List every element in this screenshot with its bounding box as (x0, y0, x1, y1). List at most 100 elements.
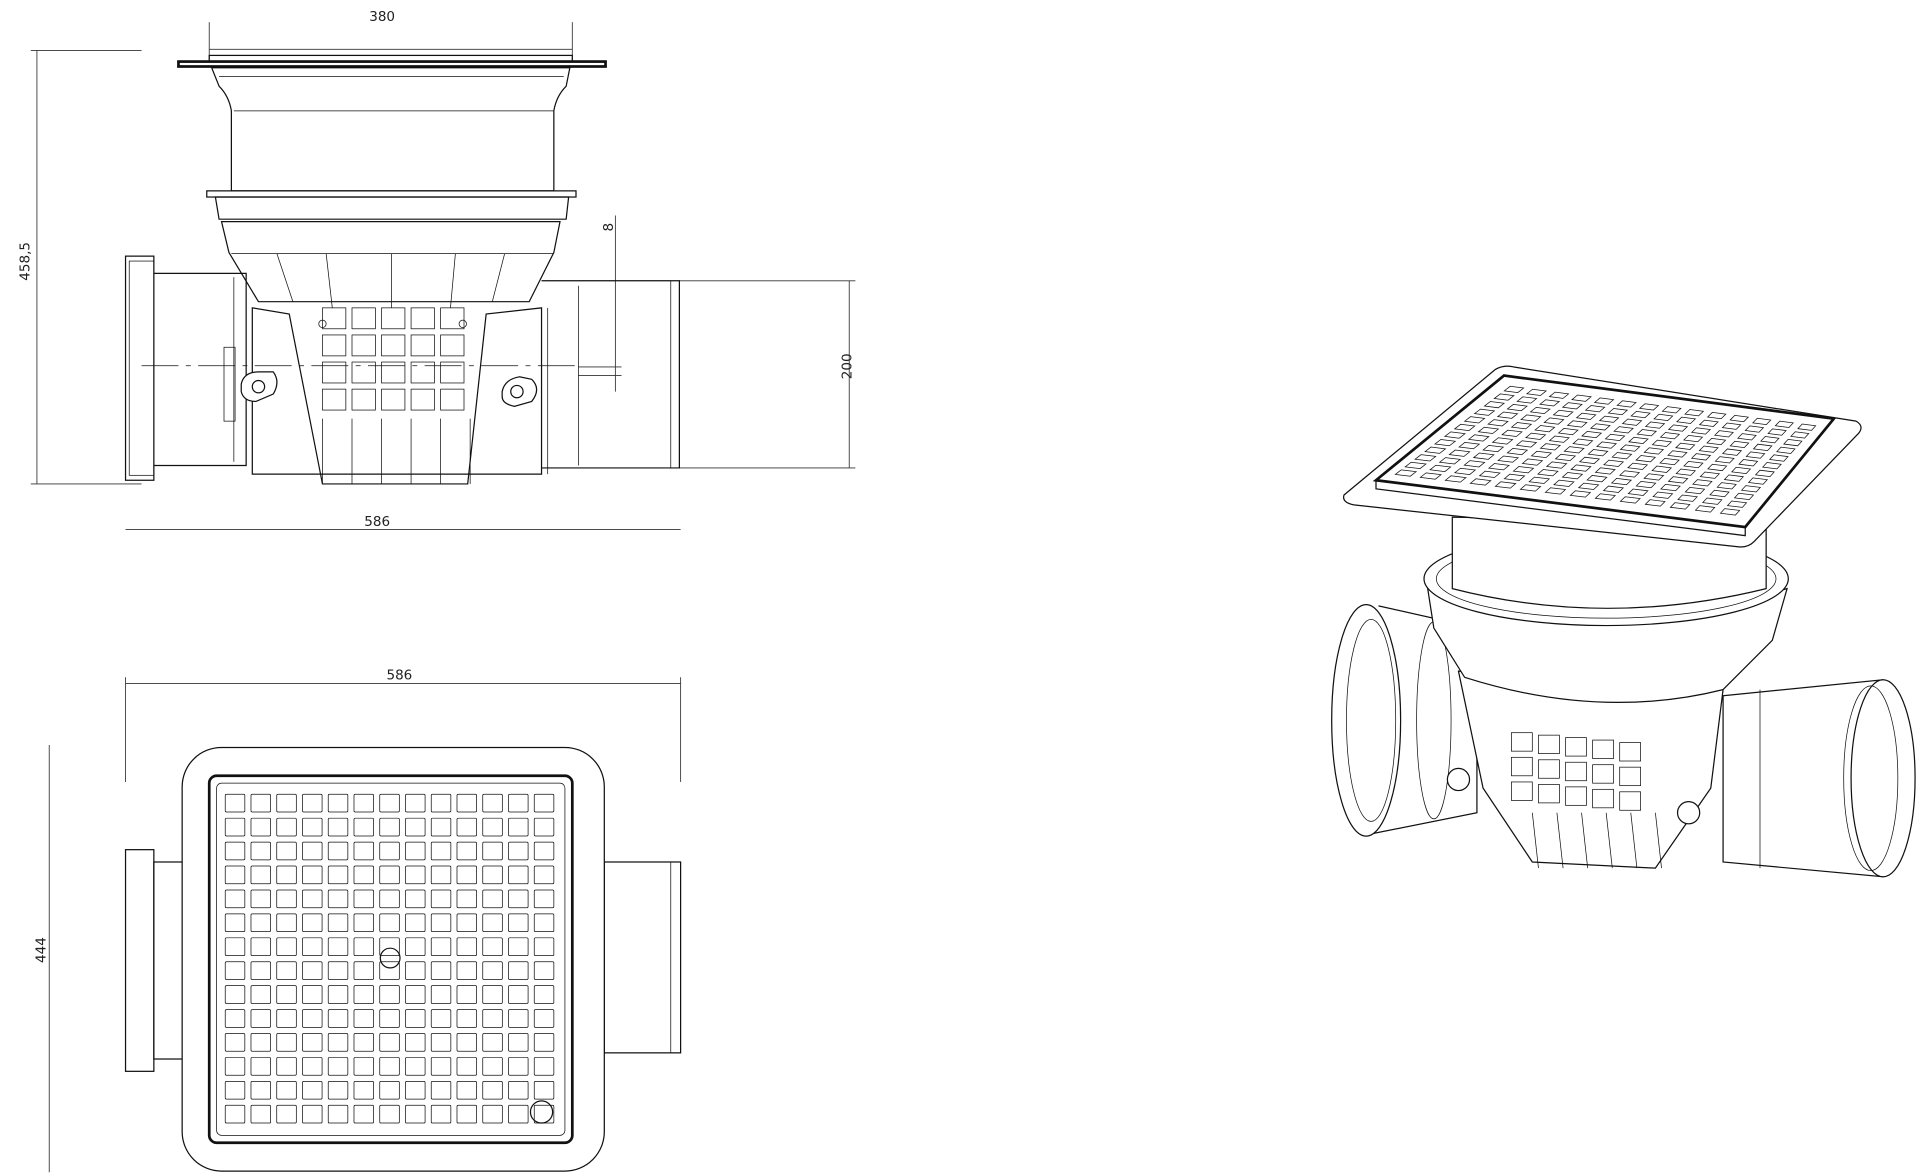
grate-slot (1644, 499, 1666, 507)
grid-cell (410, 361, 435, 384)
grate-slot (456, 1057, 477, 1076)
body (251, 307, 543, 485)
iso-grate (1394, 385, 1817, 516)
grate-slot (1619, 444, 1641, 452)
grate-slot (1433, 439, 1457, 447)
grate-slot (456, 1033, 477, 1052)
grate-slot (430, 865, 452, 885)
grate-slot (1677, 494, 1698, 502)
grate-slot (250, 793, 271, 813)
grate-slot (508, 865, 529, 885)
grate-slot (1709, 489, 1730, 498)
grate-slot (1667, 450, 1688, 458)
cone (220, 221, 561, 303)
grate-slot (508, 1104, 529, 1124)
grate-slot (1569, 490, 1592, 498)
grate-slot (276, 961, 297, 980)
grate-slot (379, 937, 400, 956)
grate-slot (1760, 436, 1780, 444)
grate-slot (456, 985, 477, 1004)
grate-slot (430, 985, 452, 1004)
grate-slot (250, 1080, 271, 1100)
grate-slot (1602, 485, 1625, 493)
grate-slot (1478, 470, 1501, 478)
grate-slot (1698, 419, 1719, 427)
grate-slot (405, 985, 426, 1004)
grate-slot (533, 1033, 555, 1052)
grate-slot (327, 961, 349, 980)
grate-slot (1706, 437, 1727, 446)
lower-ring (214, 196, 570, 220)
grate-slot (1638, 403, 1660, 411)
grate-slot (1754, 469, 1775, 477)
grate-slot (1539, 399, 1561, 407)
grate-slot (302, 865, 323, 885)
rib-line (1531, 812, 1539, 869)
grate-slot (533, 961, 555, 980)
grate-slot (1714, 456, 1735, 464)
plan-frame (181, 746, 605, 1172)
grate-slot (1453, 423, 1476, 431)
grate-slot (276, 817, 297, 837)
grate-slot (327, 817, 349, 837)
grate-slot (353, 841, 374, 861)
grate-slot (250, 865, 271, 885)
grate-slot (1503, 385, 1525, 393)
dimension-label-586: 586 (364, 514, 390, 530)
grate-slot (482, 913, 503, 933)
grate-slot (508, 913, 529, 933)
grate-slot (1516, 396, 1538, 404)
grate-slot (276, 1057, 297, 1076)
grate-slot (482, 1104, 503, 1124)
grate-slot (1467, 434, 1490, 442)
grate-slot (1483, 401, 1506, 409)
grate-slot (405, 817, 426, 837)
grate-slot (1722, 448, 1743, 456)
grate-slot (1493, 393, 1515, 401)
grate-slot (379, 913, 400, 933)
grate-slot (327, 841, 349, 861)
grate-slot (1577, 482, 1600, 490)
grate-slot (1572, 438, 1594, 446)
grate-slot (1616, 400, 1637, 408)
grate-slot (482, 985, 503, 1004)
rib-line (1556, 812, 1564, 869)
grate-slot (1676, 416, 1697, 424)
grid-cell (1565, 761, 1587, 782)
grate-slot (456, 913, 477, 933)
grate-slot (1611, 452, 1633, 460)
grate-slot (1487, 463, 1510, 471)
grate-slot (533, 889, 555, 909)
grate-slot (1783, 439, 1803, 447)
grate-slot (327, 1080, 349, 1100)
grate-slot (430, 937, 452, 956)
dimension-offset: 8 (578, 215, 622, 392)
grate-slot (250, 985, 271, 1004)
grate-slot (456, 817, 477, 837)
grate-slot (276, 1104, 297, 1124)
grate-slot (379, 793, 400, 813)
grate-slot (430, 1080, 452, 1100)
grate-slot (1570, 464, 1592, 472)
grate-slot (1510, 422, 1533, 430)
grate-slot (1659, 432, 1681, 440)
grid-cell (322, 334, 347, 357)
grid-cell (351, 388, 376, 411)
grate-slot (250, 1033, 271, 1052)
grate-slot (1512, 466, 1535, 474)
dimension-plan-length: 586 (125, 668, 682, 782)
grate-slot (508, 841, 529, 861)
grid-cell (1511, 781, 1533, 801)
grate-slot (379, 1033, 400, 1052)
grid-cell (410, 334, 435, 357)
grate-slot (302, 1009, 323, 1028)
grate-slot (1694, 505, 1716, 513)
grate-slot (456, 1104, 477, 1124)
grate-slot (456, 937, 477, 956)
grate-slot (1448, 449, 1471, 457)
front-view: 380 458,5 586 200 8 (18, 9, 856, 530)
plan-right-pipe (603, 861, 682, 1054)
grid-cell (440, 388, 465, 411)
grate-slot (430, 889, 452, 909)
grate-slot (379, 1057, 400, 1076)
